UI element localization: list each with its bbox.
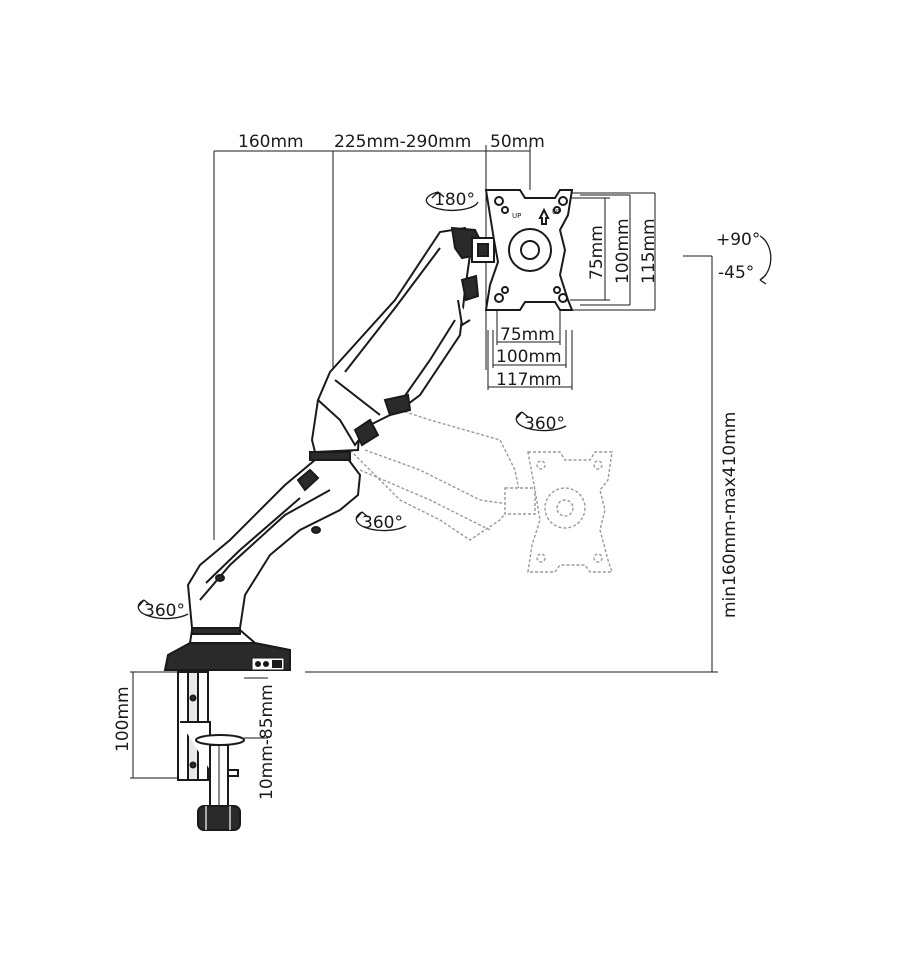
arm-base [163, 629, 291, 671]
label-plate-height: 115mm [639, 218, 659, 284]
dimension-lines [130, 145, 718, 779]
label-vesa-height-75: 75mm [587, 225, 607, 280]
label-height-range: min160mm-max410mm [720, 412, 740, 618]
label-plate-width: 117mm [496, 370, 562, 390]
vesa-plate: UP UP [484, 189, 574, 311]
label-tilt-down: -45° [718, 263, 754, 283]
head-rotation-arrow-icon [425, 191, 479, 211]
label-clamp-height: 100mm [113, 686, 133, 752]
label-clamp-range: 10mm-85mm [257, 684, 277, 800]
label-upper-rotation: 360° [524, 414, 565, 434]
lower-arm [186, 453, 362, 635]
base-rotation-arrow-icon [137, 599, 189, 620]
plate-up-left-marking: UP [512, 212, 521, 220]
label-head-rotation: 180° [434, 190, 475, 210]
label-mid-rotation: 360° [362, 513, 403, 533]
dimension-labels: 160mm 225mm-290mm 50mm 180° 75mm 100mm 1… [113, 132, 760, 800]
tilt-head [450, 226, 495, 263]
label-arm-length: 225mm-290mm [334, 132, 471, 152]
label-base-offset: 160mm [238, 132, 304, 152]
label-plate-offset: 50mm [490, 132, 545, 152]
label-vesa-width-75: 75mm [500, 325, 555, 345]
rotation-indicators [137, 191, 772, 620]
mid-rotation-arrow-icon [355, 511, 407, 532]
label-vesa-width-100: 100mm [496, 347, 562, 367]
label-tilt-up: +90° [716, 230, 760, 250]
desk-clamp [177, 671, 245, 831]
plate-up-right-marking: UP [552, 208, 561, 216]
tilt-arrow-icon [759, 235, 772, 285]
upper-arm [316, 226, 480, 447]
label-base-rotation: 360° [144, 601, 185, 621]
label-vesa-height-100: 100mm [613, 218, 633, 284]
upper-rotation-arrow-icon [515, 411, 567, 432]
